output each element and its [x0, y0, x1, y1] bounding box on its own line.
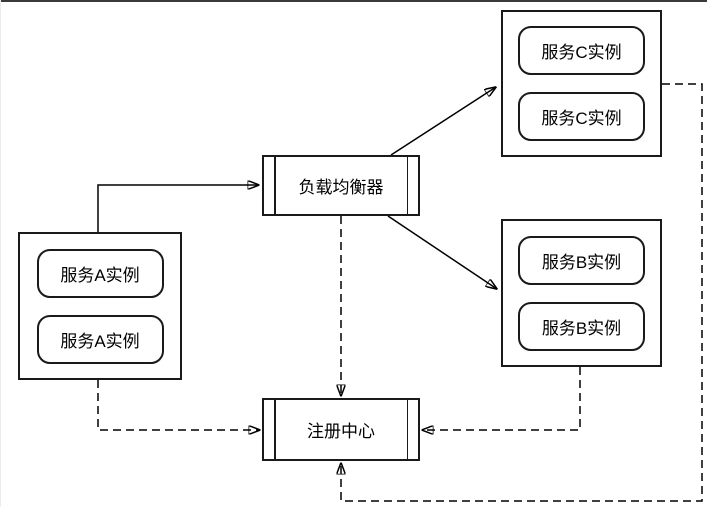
service-a-instance-1: 服务A实例 — [36, 248, 164, 298]
service-a-instance-2-label: 服务A实例 — [60, 331, 140, 351]
edge-service-a-to-registry — [97, 380, 260, 430]
service-b-instance-1-label: 服务B实例 — [541, 252, 622, 272]
process-side-bar — [406, 157, 408, 214]
process-side-bar — [406, 400, 408, 459]
service-a-group: 服务A实例 服务A实例 — [18, 232, 182, 380]
service-a-instance-2: 服务A实例 — [36, 314, 164, 364]
edge-service-b-to-registry — [422, 367, 581, 430]
process-side-bar — [274, 157, 276, 214]
service-c-instance-1-label: 服务C实例 — [541, 43, 622, 62]
service-b-instance-2-label: 服务B实例 — [541, 318, 622, 338]
window-top-border — [1, 0, 707, 2]
edge-load-balancer-to-service-b — [387, 215, 497, 289]
service-a-instance-1-label: 服务A实例 — [60, 265, 140, 285]
service-c-instance-2: 服务C实例 — [518, 92, 645, 141]
service-b-group: 服务B实例 服务B实例 — [501, 219, 662, 367]
service-b-instance-2: 服务B实例 — [518, 301, 645, 351]
service-b-instance-1: 服务B实例 — [518, 235, 645, 285]
service-c-group: 服务C实例 服务C实例 — [501, 10, 662, 157]
edge-load-balancer-to-service-c — [390, 87, 496, 156]
service-c-instance-1: 服务C实例 — [518, 26, 645, 75]
service-c-instance-2-label: 服务C实例 — [541, 109, 622, 128]
registry-center-label: 注册中心 — [307, 422, 375, 441]
load-balancer-label: 负载均衡器 — [298, 178, 384, 197]
edge-service-a-to-load-balancer — [97, 185, 259, 232]
load-balancer-node: 负载均衡器 — [262, 155, 420, 216]
registry-center-node: 注册中心 — [262, 398, 420, 461]
process-side-bar — [274, 400, 276, 459]
